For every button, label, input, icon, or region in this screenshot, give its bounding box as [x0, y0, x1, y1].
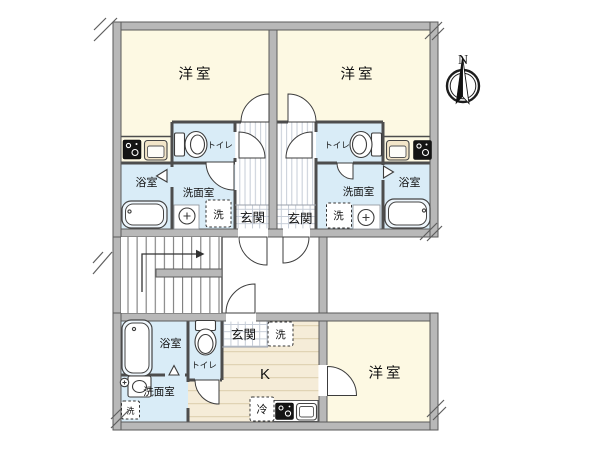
washer-label-upper-left: 洗: [213, 209, 224, 221]
stairs-handrail: [155, 268, 223, 278]
kitchen-label-lower: K: [260, 366, 270, 383]
bath-label-upper-left: 浴室: [136, 175, 158, 189]
doorway-lower: [226, 312, 256, 322]
door-icon-toilet-upper-right: [285, 131, 313, 159]
stove-icon: [275, 402, 294, 420]
washbasin-icon: [357, 208, 375, 227]
washroom-label-lower: 洗面室: [143, 385, 175, 398]
toilet-label-upper-left: トイレ: [207, 140, 233, 150]
door-icon-entry-lower: [225, 283, 256, 314]
doorway-lower-room: [318, 365, 328, 396]
wall-top: [112, 21, 439, 31]
toilet-icon: [194, 319, 217, 356]
bath-door-marker-upper-right: [382, 165, 395, 179]
entrance-floor-upper-right: [277, 205, 316, 229]
bath-label-lower: 浴室: [160, 336, 182, 350]
washer-label-upper-right: 洗: [333, 210, 344, 222]
wall-bottom: [112, 421, 439, 431]
toilet-label-lower: トイレ: [191, 360, 217, 370]
stove-icon: [122, 139, 142, 160]
kitchen-sink-icon: [385, 139, 410, 161]
washroom-label-upper-left: 洗面室: [183, 186, 215, 199]
wall-lower-top: [112, 312, 439, 322]
compass-needle-light: [462, 56, 470, 105]
wall-right-lower: [429, 312, 439, 431]
fridge-label-lower: 冷: [257, 403, 268, 416]
toilet-icon: [173, 130, 208, 159]
fixtures: [119, 130, 432, 422]
room-label-upper-left: 洋室: [179, 66, 214, 83]
doorway-upper-right: [283, 228, 310, 238]
wall-left-upper: [112, 21, 122, 238]
washer-label-lower-small: 洗: [127, 406, 135, 416]
bathtub-icon: [121, 319, 153, 377]
stairs-up-arrowhead: [196, 249, 205, 259]
appliance-boxes: [121, 199, 352, 422]
door-icon-entry-upper-left: [238, 236, 268, 266]
washbasin-icon: [119, 375, 152, 398]
labels: 洋室 トイレ 浴室 洗面室 洗 玄関 洋室 トイレ 浴室 洗面室 洗 玄関 洋室…: [127, 66, 421, 416]
kitchen-sink-icon: [295, 402, 318, 421]
wall-party-upper: [268, 29, 278, 230]
washroom-label-upper-right: 洗面室: [343, 185, 375, 198]
door-icon-toilet-lower: [194, 379, 220, 405]
entrance-floor-upper-left: [235, 205, 269, 229]
wall-left-lower: [112, 312, 122, 431]
washbasin-icon: [178, 207, 196, 225]
bath-door-marker-lower: [168, 364, 180, 376]
bath-label-upper-right: 浴室: [399, 175, 421, 189]
room-label-upper-right: 洋室: [341, 66, 376, 83]
wall-corridor-right: [318, 236, 328, 314]
door-icon-entry-upper-right: [282, 236, 310, 264]
washer-box-upper-left: [205, 199, 232, 228]
wall-section-hatch: [92, 17, 447, 429]
entrance-label-upper-right: 玄関: [287, 211, 312, 226]
kitchen-sink-icon: [143, 139, 168, 161]
door-icon-room-lower: [327, 365, 358, 396]
compass-north-label: N: [458, 53, 468, 68]
door-icon-toilet-upper-left: [238, 131, 266, 159]
entrance-floor-lower: [222, 321, 268, 347]
bath-door-marker-upper-left: [155, 168, 168, 183]
doors: [155, 93, 395, 405]
door-icon-washroom-upper-right: [336, 162, 354, 180]
bathtub-icon: [121, 200, 168, 229]
staircase: [121, 237, 223, 313]
stairs-up-arrow: [141, 253, 196, 292]
wall-right-upper: [429, 21, 439, 238]
washer-box-lower-small: [121, 400, 140, 420]
doorway-upper-left: [238, 228, 268, 238]
wall-upper-bottom: [112, 228, 439, 238]
entrance-label-upper-left: 玄関: [240, 210, 265, 225]
door-icon-room-upper-right: [287, 93, 317, 123]
structural-walls: [112, 21, 439, 431]
washer-box-lower: [267, 321, 294, 347]
stove-icon: [413, 140, 432, 160]
bathtub-icon: [384, 198, 431, 229]
fridge-box-lower: [249, 396, 275, 422]
interior-partitions: [121, 120, 430, 422]
toilet-label-upper-right: トイレ: [324, 140, 350, 150]
door-icon-washroom-upper-left: [205, 161, 235, 191]
door-icon-room-upper-left: [240, 93, 270, 123]
toilet-icon: [349, 130, 383, 159]
washer-label-lower: 洗: [275, 329, 286, 341]
entrance-label-lower: 玄関: [231, 327, 256, 342]
wall-left-corridor: [112, 236, 122, 314]
washer-box-upper-right: [326, 202, 352, 229]
compass-icon: N: [445, 53, 481, 105]
room-label-lower: 洋室: [369, 365, 404, 382]
